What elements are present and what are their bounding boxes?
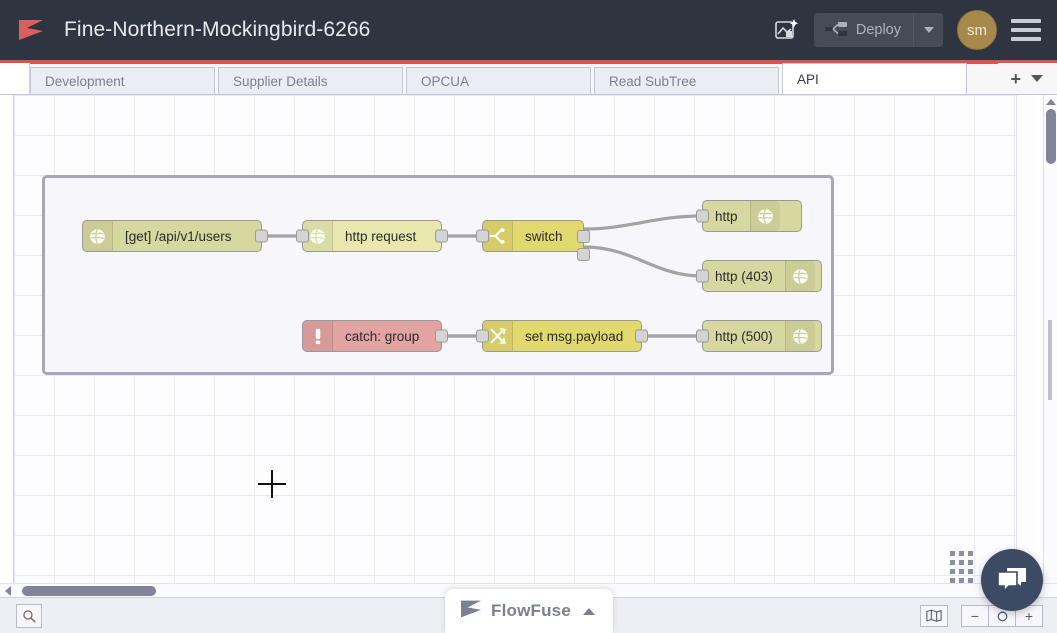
globe-icon [784, 261, 815, 291]
node-http-response-500[interactable]: http (500) [696, 320, 822, 352]
panel-drag-handle[interactable] [950, 551, 973, 583]
node-catch[interactable]: catch: group [302, 320, 448, 352]
tab-label: Supplier Details [233, 73, 328, 89]
tab-label: Development [45, 73, 125, 89]
deploy-label: Deploy [855, 22, 901, 38]
tab-api[interactable]: API [782, 63, 967, 94]
globe-icon [749, 201, 780, 231]
node-http-request[interactable]: http request [296, 220, 448, 252]
deploy-dropdown-button[interactable] [913, 13, 943, 47]
header-accent-bar [0, 60, 1057, 64]
tab-bar-gutter [0, 63, 30, 94]
search-icon[interactable] [16, 603, 42, 628]
chevron-up-icon[interactable] [583, 607, 595, 615]
vertical-scroll-thumb[interactable] [1046, 109, 1056, 164]
flow-tab-bar: Development Supplier Details OPCUA Read … [0, 63, 1057, 95]
node-output-port-2[interactable] [577, 248, 590, 261]
node-label: http (500) [715, 328, 773, 344]
node-label: [get] /api/v1/users [125, 228, 232, 244]
navigator-map-icon[interactable] [920, 604, 948, 627]
node-http-response-403[interactable]: http (403) [696, 260, 822, 292]
chevron-down-icon [923, 27, 934, 33]
flowfuse-logo-icon[interactable] [16, 15, 46, 45]
node-output-port[interactable] [435, 329, 448, 343]
deploy-button[interactable]: Deploy [813, 13, 943, 47]
node-label: http (403) [715, 268, 773, 284]
ai-image-sparkle-icon[interactable] [764, 8, 808, 52]
globe-icon [784, 321, 815, 351]
flowfuse-widget[interactable]: FlowFuse [445, 589, 613, 633]
tab-bar-actions: + [998, 63, 1057, 94]
tab-label: OPCUA [421, 73, 470, 89]
node-label: http request [345, 228, 417, 244]
chat-bubble-icon[interactable] [981, 549, 1043, 611]
node-http-response[interactable]: http [696, 200, 802, 232]
vertical-scroll-secondary-indicator [1048, 320, 1052, 400]
canvas-vertical-scrollbar[interactable] [1043, 95, 1057, 592]
node-output-port[interactable] [635, 329, 648, 343]
flow-canvas[interactable]: [get] /api/v1/users http request [14, 95, 1036, 592]
flowfuse-label: FlowFuse [491, 601, 571, 620]
zoom-out-button[interactable]: − [961, 604, 989, 627]
tab-label: API [797, 71, 819, 87]
node-input-port[interactable] [696, 209, 709, 223]
node-output-port[interactable] [255, 229, 268, 243]
hamburger-menu-icon[interactable] [1011, 19, 1041, 41]
node-switch[interactable]: switch [476, 220, 590, 261]
tab-development[interactable]: Development [30, 67, 215, 94]
node-set-msg-payload[interactable]: set msg.payload [476, 320, 648, 352]
node-input-port[interactable] [476, 229, 489, 243]
canvas-right-edge [1016, 95, 1036, 592]
node-label: catch: group [345, 328, 420, 344]
header-actions: Deploy sm [764, 8, 1057, 52]
node-input-port[interactable] [476, 329, 489, 343]
page-title: Fine-Northern-Mockingbird-6266 [64, 18, 371, 41]
node-output-port-1[interactable] [577, 230, 590, 243]
node-http-in[interactable]: [get] /api/v1/users [82, 220, 268, 252]
plus-icon[interactable]: + [1010, 68, 1021, 89]
app-header: Fine-Northern-Mockingbird-6266 [0, 0, 1057, 60]
canvas-cursor-crosshair [258, 470, 286, 498]
node-input-port[interactable] [296, 229, 309, 243]
chevron-down-icon[interactable] [1031, 75, 1043, 82]
horizontal-scroll-thumb[interactable] [22, 586, 156, 596]
globe-icon [83, 221, 113, 251]
scroll-left-arrow-icon[interactable] [5, 586, 11, 596]
node-label: set msg.payload [525, 328, 624, 344]
tab-label: Read SubTree [609, 73, 697, 89]
flowfuse-logo-icon [459, 599, 483, 624]
tab-read-subtree[interactable]: Read SubTree [594, 67, 779, 94]
deploy-nodes-icon [814, 20, 856, 40]
node-label: http [715, 208, 738, 224]
scroll-up-arrow-icon[interactable] [1046, 99, 1056, 105]
node-input-port[interactable] [696, 269, 709, 283]
canvas-left-gutter [0, 95, 14, 592]
status-bar-actions: − + [920, 604, 1057, 627]
node-label: switch [525, 228, 563, 244]
tab-supplier-details[interactable]: Supplier Details [218, 67, 403, 94]
node-output-port[interactable] [435, 229, 448, 243]
workspace: [get] /api/v1/users http request [0, 95, 1057, 633]
error-exclamation-icon [303, 321, 333, 351]
node-input-port[interactable] [696, 329, 709, 343]
avatar[interactable]: sm [957, 10, 997, 50]
tab-opcua[interactable]: OPCUA [406, 67, 591, 94]
